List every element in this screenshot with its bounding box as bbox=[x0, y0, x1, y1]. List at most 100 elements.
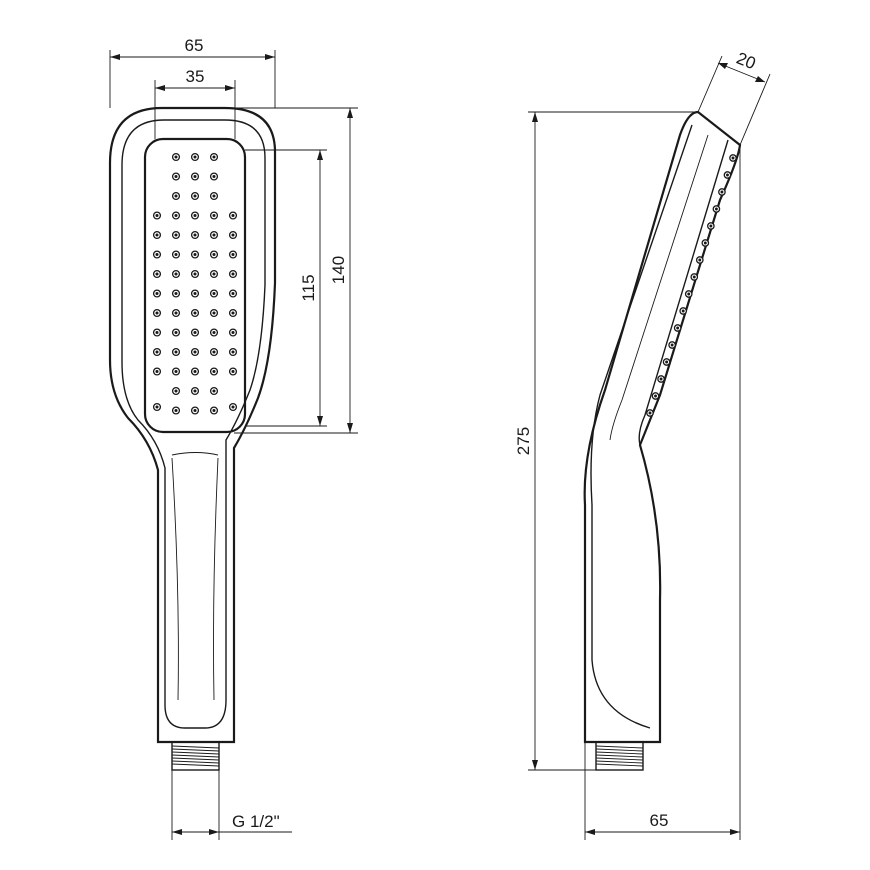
nozzle-hole-icon bbox=[231, 233, 235, 237]
nozzle-hole-icon bbox=[155, 252, 159, 257]
nozzle-hole-icon bbox=[155, 311, 159, 315]
dim-face-height: 115 bbox=[245, 149, 327, 427]
nozzle-hole-icon bbox=[174, 369, 178, 374]
nozzle-hole-icon bbox=[155, 330, 159, 335]
nozzle-hole-icon bbox=[687, 292, 691, 296]
nozzle-hole-icon bbox=[174, 291, 178, 296]
nozzle-hole-icon bbox=[174, 408, 178, 413]
nozzle-hole-icon bbox=[692, 275, 696, 279]
nozzle-hole-icon bbox=[659, 377, 663, 381]
nozzle-hole-icon bbox=[212, 233, 216, 237]
nozzle-hole-icon bbox=[193, 291, 197, 296]
nozzle-hole-icon bbox=[231, 272, 235, 276]
nozzle-hole-icon bbox=[174, 194, 178, 198]
nozzle-hole-icon bbox=[193, 194, 197, 198]
nozzle-hole-icon bbox=[676, 326, 680, 330]
dim-side-width-label: 65 bbox=[650, 811, 669, 830]
nozzle-hole-icon bbox=[193, 272, 197, 276]
nozzle-hole-icon bbox=[670, 343, 674, 347]
nozzle-hole-icon bbox=[155, 369, 159, 374]
nozzle-hole-icon bbox=[193, 155, 197, 159]
nozzle-hole-icon bbox=[212, 291, 216, 296]
nozzle-hole-icon bbox=[155, 213, 159, 218]
dim-front-width: 65 bbox=[109, 36, 276, 108]
nozzle-hole-icon bbox=[231, 369, 235, 374]
nozzle-hole-icon bbox=[174, 330, 178, 335]
nozzle-hole-icon bbox=[174, 389, 178, 393]
nozzle-hole-icon bbox=[648, 411, 652, 415]
dim-side-depth: 20 bbox=[697, 49, 771, 146]
nozzle-hole-icon bbox=[703, 241, 707, 245]
nozzle-hole-icon bbox=[665, 360, 669, 364]
front-view: 65 35 115 140 bbox=[108, 36, 358, 840]
side-thread-connector bbox=[595, 741, 644, 771]
dim-total-length-label: 275 bbox=[514, 427, 533, 455]
dim-thread: G 1/2" bbox=[171, 770, 292, 840]
side-view: 20 275 65 bbox=[514, 49, 771, 840]
nozzle-hole-icon bbox=[174, 174, 178, 179]
nozzle-hole-icon bbox=[155, 233, 159, 237]
side-inner-line bbox=[590, 124, 693, 729]
dim-face-width: 35 bbox=[154, 67, 236, 139]
front-inner-line bbox=[121, 119, 266, 729]
nozzle-hole-icon bbox=[212, 408, 216, 413]
nozzle-hole-icon bbox=[231, 252, 235, 257]
nozzle-hole-icon bbox=[212, 311, 216, 315]
nozzle-hole-icon bbox=[726, 173, 729, 177]
nozzle-hole-icon bbox=[193, 233, 197, 237]
nozzle-hole-icon bbox=[212, 330, 216, 335]
front-handle-ridge bbox=[171, 452, 219, 701]
nozzle-hole-icon bbox=[155, 350, 159, 354]
nozzle-hole-icon bbox=[654, 394, 657, 398]
nozzle-hole-icon bbox=[174, 155, 178, 159]
front-nozzle-grid bbox=[152, 152, 238, 415]
nozzle-hole-icon bbox=[212, 272, 216, 276]
nozzle-hole-icon bbox=[681, 309, 685, 313]
nozzle-hole-icon bbox=[212, 194, 216, 198]
side-inner-line-2 bbox=[609, 134, 709, 441]
dim-face-width-label: 35 bbox=[186, 67, 205, 86]
nozzle-hole-icon bbox=[231, 213, 235, 218]
nozzle-hole-icon bbox=[231, 291, 235, 296]
nozzle-hole-icon bbox=[720, 190, 724, 194]
nozzle-hole-icon bbox=[231, 330, 235, 335]
nozzle-hole-icon bbox=[212, 389, 216, 393]
dim-total-length: 275 bbox=[514, 111, 698, 771]
dim-thread-label: G 1/2" bbox=[232, 812, 280, 831]
front-head-outline bbox=[108, 106, 277, 744]
nozzle-hole-icon bbox=[193, 252, 197, 257]
nozzle-hole-icon bbox=[155, 272, 159, 276]
nozzle-hole-icon bbox=[731, 156, 735, 160]
nozzle-hole-icon bbox=[174, 272, 178, 276]
nozzle-hole-icon bbox=[174, 350, 178, 354]
nozzle-hole-icon bbox=[193, 311, 197, 315]
dim-head-height: 140 bbox=[230, 107, 358, 434]
nozzle-hole-icon bbox=[212, 252, 216, 257]
nozzle-hole-icon bbox=[174, 213, 178, 218]
nozzle-hole-icon bbox=[212, 369, 216, 374]
nozzle-hole-icon bbox=[193, 174, 197, 179]
nozzle-hole-icon bbox=[212, 213, 216, 218]
nozzle-hole-icon bbox=[174, 311, 178, 315]
nozzle-hole-icon bbox=[193, 369, 197, 374]
nozzle-hole-icon bbox=[212, 350, 216, 354]
nozzle-hole-icon bbox=[155, 405, 159, 409]
dim-head-height-label: 140 bbox=[329, 256, 348, 284]
nozzle-hole-icon bbox=[231, 350, 235, 354]
nozzle-hole-icon bbox=[193, 389, 197, 393]
nozzle-hole-icon bbox=[174, 233, 178, 237]
nozzle-hole-icon bbox=[174, 252, 178, 257]
nozzle-hole-icon bbox=[193, 408, 197, 413]
dim-side-width: 65 bbox=[584, 145, 741, 840]
side-face-edge bbox=[638, 139, 729, 446]
dim-front-width-label: 65 bbox=[185, 36, 204, 55]
front-thread-connector bbox=[171, 741, 220, 771]
side-nozzle-row bbox=[646, 154, 737, 417]
nozzle-hole-icon bbox=[714, 207, 718, 211]
front-spray-face bbox=[143, 137, 247, 434]
nozzle-hole-icon bbox=[231, 311, 235, 315]
nozzle-hole-icon bbox=[193, 350, 197, 354]
nozzle-hole-icon bbox=[155, 291, 159, 296]
nozzle-hole-icon bbox=[231, 405, 235, 409]
